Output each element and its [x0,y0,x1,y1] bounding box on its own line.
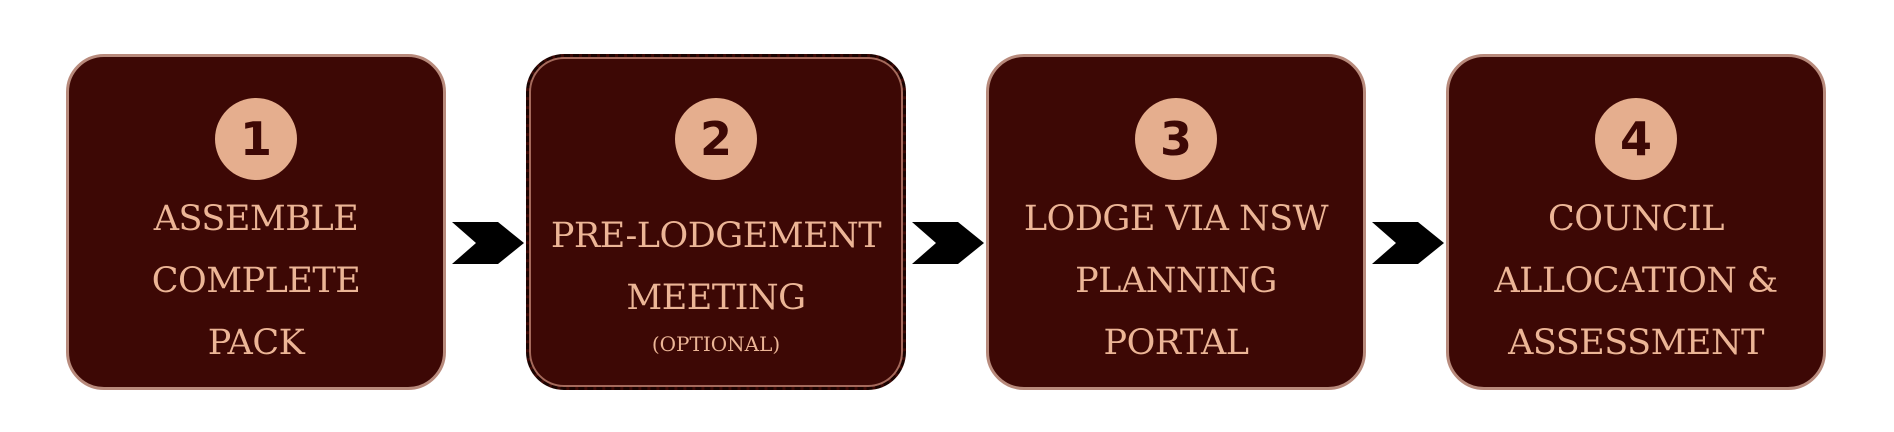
step-2-box: 2 PRE-LODGEMENT MEETING (OPTIONAL) [526,54,906,390]
connector-arrow-2-icon [912,222,984,264]
step-4-number-badge: 4 [1595,98,1677,180]
step-3-label: LODGE VIA NSW PLANNING PORTAL [989,180,1363,387]
step-4-title: COUNCIL ALLOCATION & ASSESSMENT [1494,198,1778,363]
step-1-number-badge: 1 [215,98,297,180]
step-3-box: 3 LODGE VIA NSW PLANNING PORTAL [986,54,1366,390]
step-4-box: 4 COUNCIL ALLOCATION & ASSESSMENT [1446,54,1826,390]
step-2-number-badge: 2 [675,98,757,180]
step-3-title: LODGE VIA NSW PLANNING PORTAL [1023,198,1329,363]
step-2-label: PRE-LODGEMENT MEETING (OPTIONAL) [529,180,903,387]
step-3-number-badge: 3 [1135,98,1217,180]
step-2-optional-note: (OPTIONAL) [651,331,781,356]
connector-arrow-3-icon [1372,222,1444,264]
step-4-label: COUNCIL ALLOCATION & ASSESSMENT [1449,180,1823,387]
step-2-title: PRE-LODGEMENT MEETING [550,215,882,318]
step-1-box: 1 ASSEMBLE COMPLETE PACK [66,54,446,390]
connector-arrow-1-icon [452,222,524,264]
step-1-label: ASSEMBLE COMPLETE PACK [96,180,416,387]
step-1-title: ASSEMBLE COMPLETE PACK [151,198,361,363]
